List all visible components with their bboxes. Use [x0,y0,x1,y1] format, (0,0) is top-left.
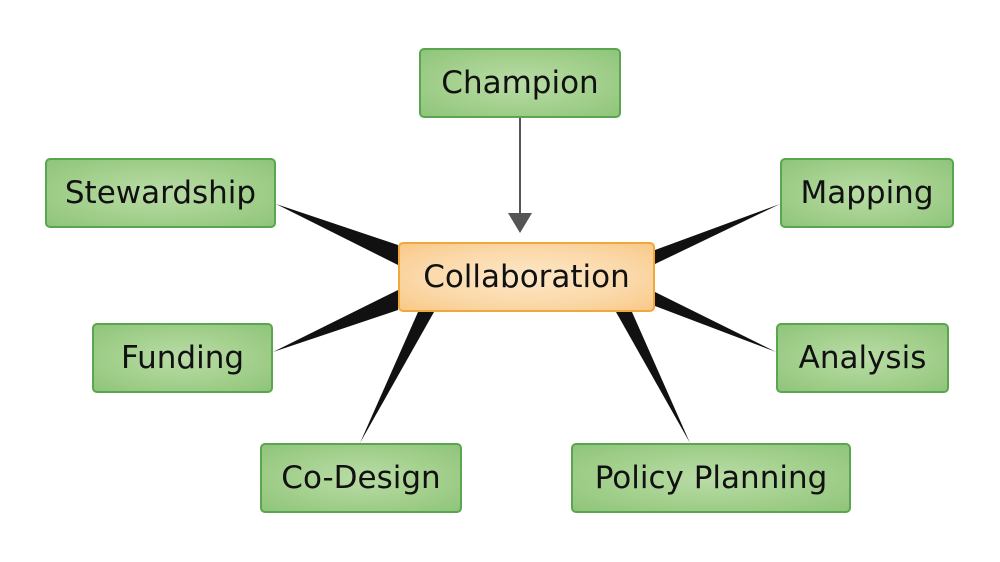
node-collaboration[interactable]: Collaboration [398,242,655,312]
node-analysis[interactable]: Analysis [776,323,949,393]
node-label: Stewardship [64,175,257,211]
node-champion[interactable]: Champion [419,48,621,118]
arrowhead [508,213,532,233]
edge-collaboration-to-mapping [655,204,780,264]
node-label: Analysis [798,340,927,376]
node-label: Co-Design [281,460,441,496]
node-stewardship[interactable]: Stewardship [45,158,276,228]
node-label: Policy Planning [594,460,828,496]
node-co-design[interactable]: Co-Design [260,443,462,513]
node-mapping[interactable]: Mapping [780,158,954,228]
edge-collaboration-to-policy-planning [616,312,690,443]
center-label: Collaboration [423,259,630,295]
edge-collaboration-to-funding [273,290,398,352]
node-funding[interactable]: Funding [92,323,273,393]
node-label: Funding [120,340,245,376]
node-label: Mapping [800,175,934,211]
edge-collaboration-to-analysis [655,292,776,352]
node-label: Champion [441,65,599,101]
edge-collaboration-to-co-design [360,312,434,443]
edge-collaboration-to-stewardship [276,204,398,265]
node-policy-planning[interactable]: Policy Planning [571,443,851,513]
